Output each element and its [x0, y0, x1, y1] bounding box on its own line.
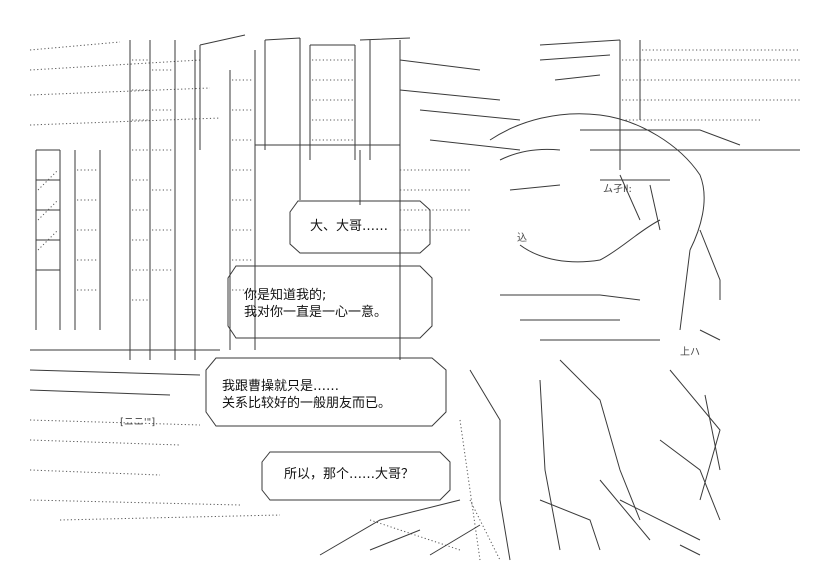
speech-bubbles — [205, 200, 451, 501]
background-building-art — [29, 34, 800, 521]
dialogue-line: 所以，那个……大哥？ — [284, 467, 415, 482]
speech-bubble-2: 你是知道我的; 我对你一直是一心一意。 — [244, 287, 387, 321]
dialogue-line: 你是知道我的; — [244, 288, 327, 303]
character-figure-art: ム孑ll: 込 上ハ [ニニ'"] — [120, 113, 721, 561]
glyph-mark-c: 上ハ — [680, 346, 700, 358]
dialogue-line: 我跟曹操就只是…… — [222, 379, 340, 394]
speech-bubble-4: 所以，那个……大哥？ — [284, 466, 414, 483]
dialogue-line: 关系比较好的一般朋友而已。 — [222, 396, 392, 411]
speech-bubble-1: 大、大哥…… — [310, 218, 388, 235]
dialogue-line: 大、大哥…… — [310, 219, 389, 234]
glyph-mark-a: ム孑ll: — [603, 183, 632, 195]
dialogue-line: 我对你一直是一心一意。 — [244, 305, 388, 320]
speech-bubble-3: 我跟曹操就只是…… 关系比较好的一般朋友而已。 — [222, 378, 391, 412]
sign-left: [ニニ'"] — [120, 417, 155, 428]
glyph-mark-b: 込 — [517, 232, 527, 244]
